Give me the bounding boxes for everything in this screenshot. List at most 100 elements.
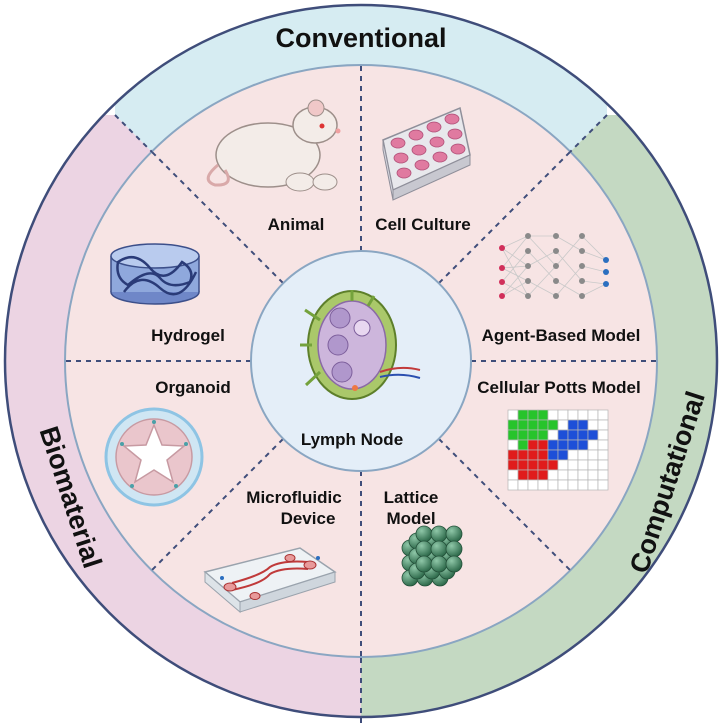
potts-pixel	[507, 429, 519, 441]
outer-ring-outline	[3, 3, 719, 719]
potts-pixel	[557, 449, 569, 461]
potts-pixel	[597, 469, 609, 481]
potts-pixel	[537, 469, 549, 481]
neural-network-icon	[499, 233, 609, 299]
potts-pixel	[517, 419, 529, 431]
potts-pixel	[527, 479, 539, 491]
potts-pixel	[547, 419, 559, 431]
potts-pixel	[567, 439, 579, 451]
microfluidic-chip-icon	[203, 547, 337, 614]
center-label-lymph-node: Lymph Node	[301, 430, 403, 449]
lattice-sphere	[415, 525, 433, 543]
potts-pixel	[587, 459, 599, 471]
potts-pixel	[527, 469, 539, 481]
well-plate-icon	[382, 106, 471, 201]
potts-pixel	[517, 429, 529, 441]
hydrogel-icon	[110, 243, 200, 305]
potts-pixel	[577, 449, 589, 461]
potts-pixel	[527, 429, 539, 441]
potts-pixel	[587, 469, 599, 481]
segment-label-hydrogel: Hydrogel	[151, 326, 225, 345]
lattice-sphere	[430, 525, 448, 543]
potts-pixel	[537, 419, 549, 431]
potts-pixel	[567, 479, 579, 491]
segment-label-lattice-line2: Model	[386, 509, 435, 528]
mouse-icon	[206, 99, 341, 192]
potts-pixel	[597, 459, 609, 471]
lymph-node-icon	[300, 290, 421, 400]
segment-label-lattice-line1: Lattice	[384, 488, 439, 507]
potts-pixel	[557, 419, 569, 431]
potts-pixel	[537, 429, 549, 441]
potts-pixel	[537, 459, 549, 471]
potts-pixel	[597, 479, 609, 491]
potts-pixel	[597, 409, 609, 421]
potts-pixel	[507, 419, 519, 431]
potts-pixel	[587, 409, 599, 421]
potts-pixel	[547, 449, 559, 461]
potts-pixel	[557, 459, 569, 471]
potts-pixel	[517, 409, 529, 421]
potts-pixel	[517, 449, 529, 461]
potts-pixel	[567, 409, 579, 421]
potts-pixel	[517, 479, 529, 491]
pixel-grid-icon	[507, 409, 609, 491]
potts-pixel	[597, 439, 609, 451]
potts-pixel	[567, 469, 579, 481]
lattice-sphere	[415, 555, 433, 573]
potts-pixel	[547, 429, 559, 441]
potts-pixel	[567, 429, 579, 441]
potts-pixel	[577, 459, 589, 471]
potts-pixel	[547, 409, 559, 421]
potts-pixel	[527, 419, 539, 431]
potts-pixel	[597, 449, 609, 461]
lattice-sphere	[430, 555, 448, 573]
segment-label-organoid: Organoid	[155, 378, 231, 397]
potts-pixel	[547, 469, 559, 481]
potts-pixel	[577, 429, 589, 441]
sphere-lattice-icon	[401, 525, 463, 587]
potts-pixel	[507, 479, 519, 491]
potts-pixel	[527, 409, 539, 421]
potts-pixel	[537, 439, 549, 451]
organoid-icon	[104, 407, 204, 507]
lattice-sphere	[445, 525, 463, 543]
segment-label-cell-culture: Cell Culture	[375, 215, 470, 234]
potts-pixel	[557, 409, 569, 421]
potts-pixel	[577, 479, 589, 491]
lattice-sphere	[415, 540, 433, 558]
potts-pixel	[517, 459, 529, 471]
conventional-label: Conventional	[275, 23, 446, 53]
segment-label-animal: Animal	[268, 215, 325, 234]
potts-pixel	[587, 429, 599, 441]
potts-pixel	[517, 439, 529, 451]
potts-pixel	[557, 429, 569, 441]
potts-pixel	[587, 419, 599, 431]
segment-label-cellular-potts-model: Cellular Potts Model	[477, 378, 640, 397]
potts-pixel	[577, 469, 589, 481]
potts-pixel	[547, 439, 559, 451]
potts-pixel	[597, 429, 609, 441]
segment-label-microfluidic-line2: Device	[281, 509, 336, 528]
potts-pixel	[557, 469, 569, 481]
segment-dividers	[65, 65, 657, 723]
potts-pixel	[507, 439, 519, 451]
potts-pixel	[597, 419, 609, 431]
potts-pixel	[527, 449, 539, 461]
segment-label-agent-based-model: Agent-Based Model	[482, 326, 641, 345]
lattice-sphere	[445, 540, 463, 558]
potts-pixel	[587, 439, 599, 451]
potts-pixel	[557, 439, 569, 451]
potts-pixel	[577, 409, 589, 421]
potts-pixel	[507, 409, 519, 421]
potts-pixel	[507, 449, 519, 461]
conventional-sector-top	[115, 5, 607, 115]
lattice-sphere	[445, 555, 463, 573]
potts-pixel	[527, 439, 539, 451]
segment-label-microfluidic-line1: Microfluidic	[246, 488, 341, 507]
potts-pixel	[517, 469, 529, 481]
potts-pixel	[567, 449, 579, 461]
potts-pixel	[507, 459, 519, 471]
potts-pixel	[547, 459, 559, 471]
